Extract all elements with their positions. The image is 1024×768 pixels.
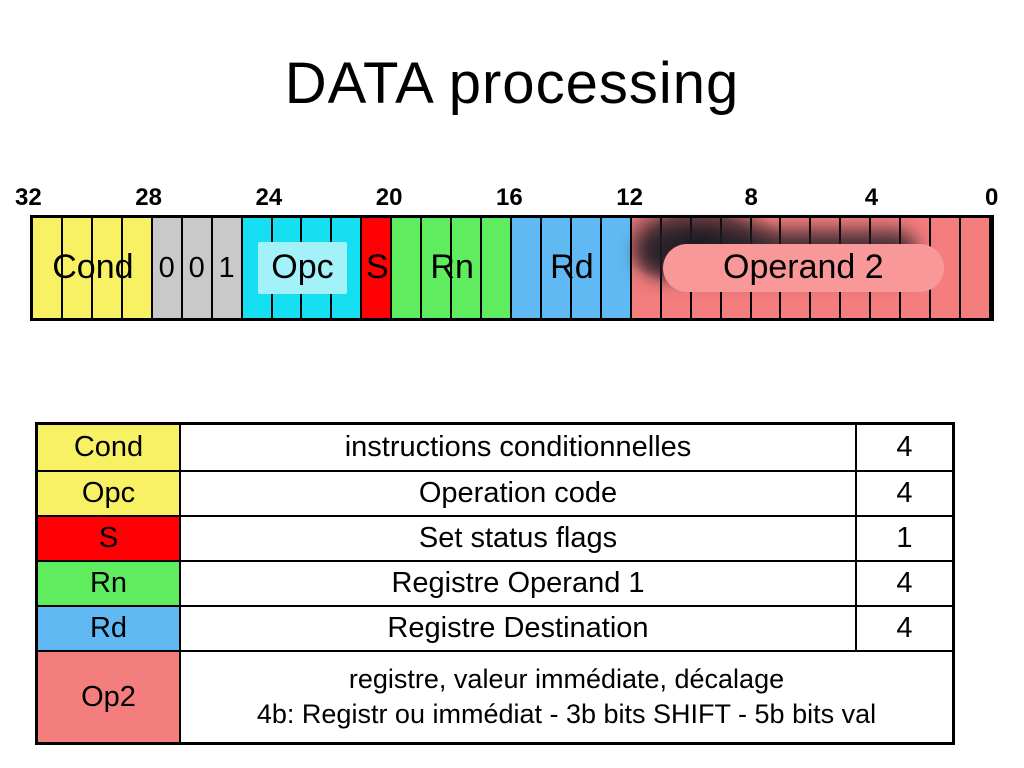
- bit-cell: [662, 218, 692, 318]
- table-row-opc: Opc Operation code 4: [38, 470, 952, 515]
- bit-cell: [392, 218, 423, 318]
- bit-cell: [901, 218, 932, 318]
- description-line: 4b: Registr ou immédiat - 3b bits SHIFT …: [256, 699, 877, 729]
- row-label: Opc: [38, 472, 181, 515]
- row-bit-count: 4: [855, 607, 952, 650]
- bit-cell: [961, 218, 991, 318]
- bit-cell: [931, 218, 962, 318]
- bit-cell: [452, 218, 483, 318]
- bit-cell: [602, 218, 632, 318]
- row-bit-count: 1: [855, 517, 952, 560]
- field-operand2: Operand 2: [631, 218, 991, 318]
- bit-cell: [871, 218, 902, 318]
- row-label: Cond: [38, 425, 181, 470]
- row-bit-count: 4: [855, 472, 952, 515]
- field-opc: Opc: [242, 218, 363, 318]
- row-description: Registre Destination: [387, 612, 649, 644]
- bit-cell: [63, 218, 93, 318]
- field-rn: Rn: [392, 218, 512, 318]
- bit-cell: [572, 218, 602, 318]
- row-label: S: [38, 517, 181, 560]
- bit-cell: [123, 218, 153, 318]
- bit-cell: [752, 218, 782, 318]
- bit-cell: [542, 218, 572, 318]
- row-description: Operation code: [418, 477, 618, 509]
- table-row-cond: Cond instructions conditionnelles 4: [38, 425, 952, 470]
- table-row-rn: Rn Registre Operand 1 4: [38, 560, 952, 605]
- bit-label-28: 28: [135, 184, 162, 211]
- bit-cell: [332, 218, 363, 318]
- bit-label-8: 8: [744, 184, 758, 211]
- bit-cell: [512, 218, 542, 318]
- bit-cell: [93, 218, 123, 318]
- table-row-op2: Op2 registre, valeur immédiate, décalage 4…: [38, 650, 952, 742]
- bit-label-12: 12: [616, 184, 643, 211]
- table-row-s: S Set status flags 1: [38, 515, 952, 560]
- bit-cell: [422, 218, 453, 318]
- table-row-rd: Rd Registre Destination 4: [38, 605, 952, 650]
- bit-cell: [811, 218, 842, 318]
- field-cond: Cond: [33, 218, 153, 318]
- bit-cell: [273, 218, 303, 318]
- bit-cell: [841, 218, 872, 318]
- bit-label-32: 32: [14, 184, 42, 211]
- description-line: registre, valeur immédiate, décalage: [348, 663, 785, 694]
- row-bit-count: 4: [855, 562, 952, 605]
- row-bit-count: 4: [855, 425, 952, 470]
- bit-cell: [302, 218, 333, 318]
- row-label: Rd: [38, 607, 181, 650]
- row-description: Registre Operand 1: [391, 567, 645, 599]
- bit-label-16: 16: [495, 184, 523, 211]
- bit-cell: [722, 218, 752, 318]
- bit-cell: [781, 218, 812, 318]
- bit-cell: [632, 218, 662, 318]
- bit-cell: [243, 218, 273, 318]
- row-description: instructions conditionnelles: [344, 431, 692, 463]
- bit-cell: 1: [213, 218, 243, 318]
- page-title: DATA processing: [284, 51, 740, 116]
- bit-ruler: 32 28 24 20 16 12 8 4 0: [15, 184, 998, 214]
- bit-cell: [362, 218, 393, 318]
- bit-label-20: 20: [375, 184, 403, 211]
- row-description: registre, valeur immédiate, décalage 4b: …: [181, 652, 952, 742]
- row-label: Rn: [38, 562, 181, 605]
- row-description: Set status flags: [418, 522, 618, 554]
- bit-cell: [33, 218, 63, 318]
- bit-cell: 0: [153, 218, 183, 318]
- bit-label-4: 4: [864, 184, 879, 211]
- bit-label-24: 24: [255, 184, 283, 211]
- bit-cell: 0: [183, 218, 213, 318]
- row-label: Op2: [38, 652, 181, 742]
- field-s: S: [362, 218, 393, 318]
- bit-label-0: 0: [984, 184, 999, 211]
- field-rd: Rd: [512, 218, 632, 318]
- bit-cell: [482, 218, 512, 318]
- bit-cell: [692, 218, 722, 318]
